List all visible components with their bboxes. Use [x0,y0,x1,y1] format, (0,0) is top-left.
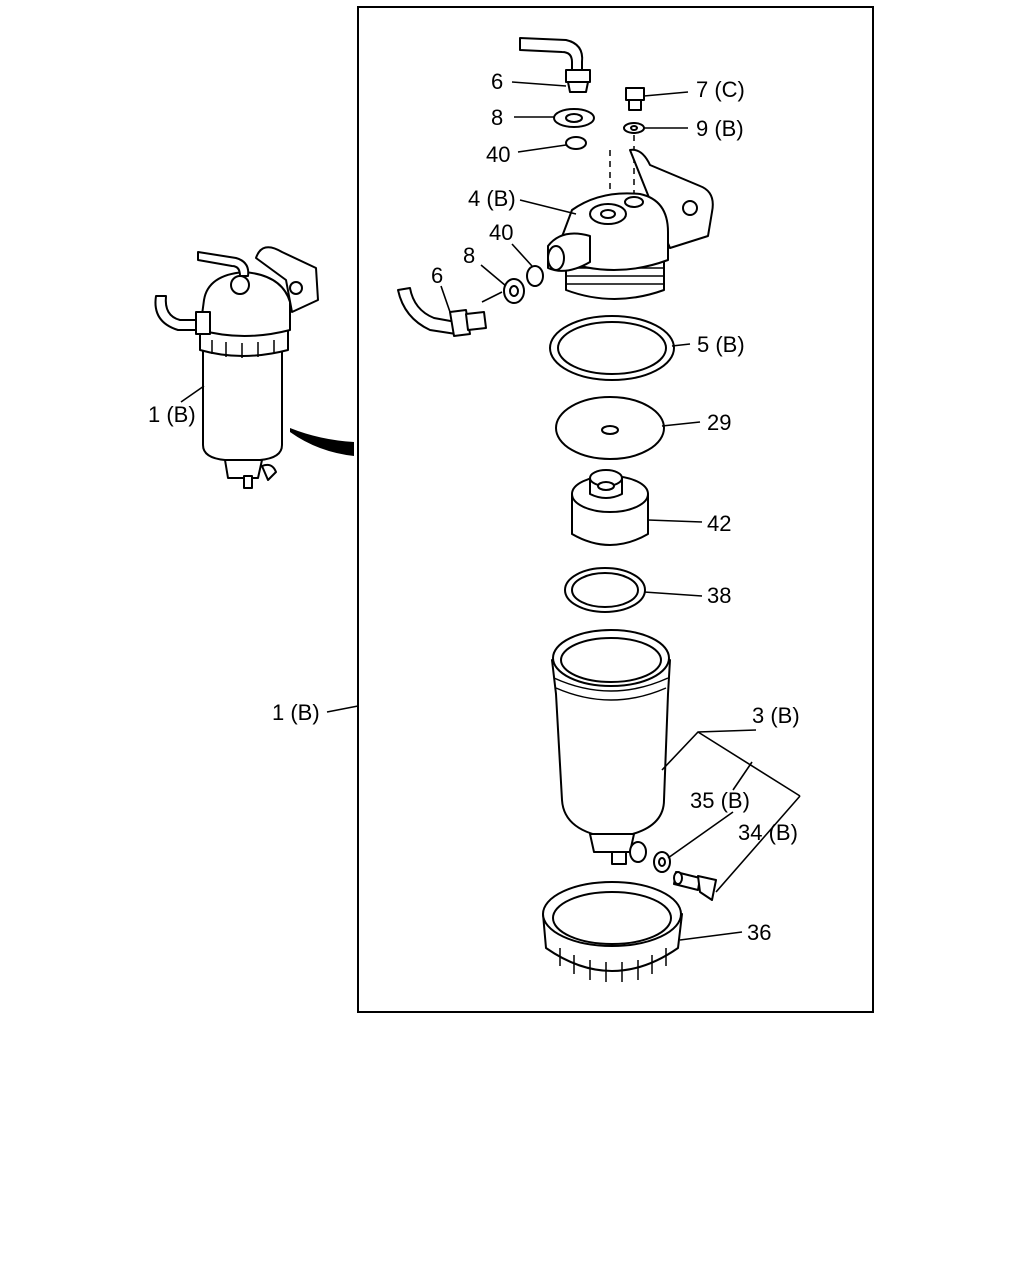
filter-head [547,148,714,300]
callout-5b: 5 (B) [697,332,745,357]
arrow-wedge [290,428,354,456]
callout-4b: 4 (B) [468,186,516,211]
callout-34b: 34 (B) [738,820,798,845]
detail-frame [357,6,874,1013]
drain-seal [629,841,671,873]
callout-35b: 35 (B) [690,788,750,813]
callout-3b: 3 (B) [752,703,800,728]
callout-36: 36 [747,920,771,945]
callout-8-top: 8 [491,105,503,130]
pipe-fitting-top [519,37,591,93]
callout-42: 42 [707,511,731,536]
o-ring-large [549,315,675,381]
drain-plug [673,871,717,901]
callout-40-side: 40 [489,220,513,245]
callout-6-top: 6 [491,69,503,94]
washer-top [553,108,595,128]
callout-1b-frame: 1 (B) [272,700,320,725]
ring-nut [542,881,683,982]
washer-side [503,278,525,304]
callout-7c: 7 (C) [696,77,745,102]
bolt [625,87,645,111]
callout-1b-left: 1 (B) [148,402,196,427]
callout-40-top: 40 [486,142,510,167]
filter-bowl [551,629,671,865]
callout-29: 29 [707,410,731,435]
assembled-filter-illustration [154,246,319,489]
leader-lines [180,81,801,941]
o-ring-side [526,265,544,287]
seal-ring [564,567,646,613]
callout-8-side: 8 [463,243,475,268]
filter-element-cup [571,469,649,546]
pipe-fitting-side [397,287,487,337]
callout-9b: 9 (B) [696,116,744,141]
callout-38: 38 [707,583,731,608]
filter-disc [555,396,665,460]
washer-small [623,122,645,134]
callout-6-side: 6 [431,263,443,288]
callout-labels: 6 8 40 7 (C) 9 (B) 4 (B) 40 8 6 5 (B) 29… [148,69,800,945]
o-ring-top [565,136,587,150]
